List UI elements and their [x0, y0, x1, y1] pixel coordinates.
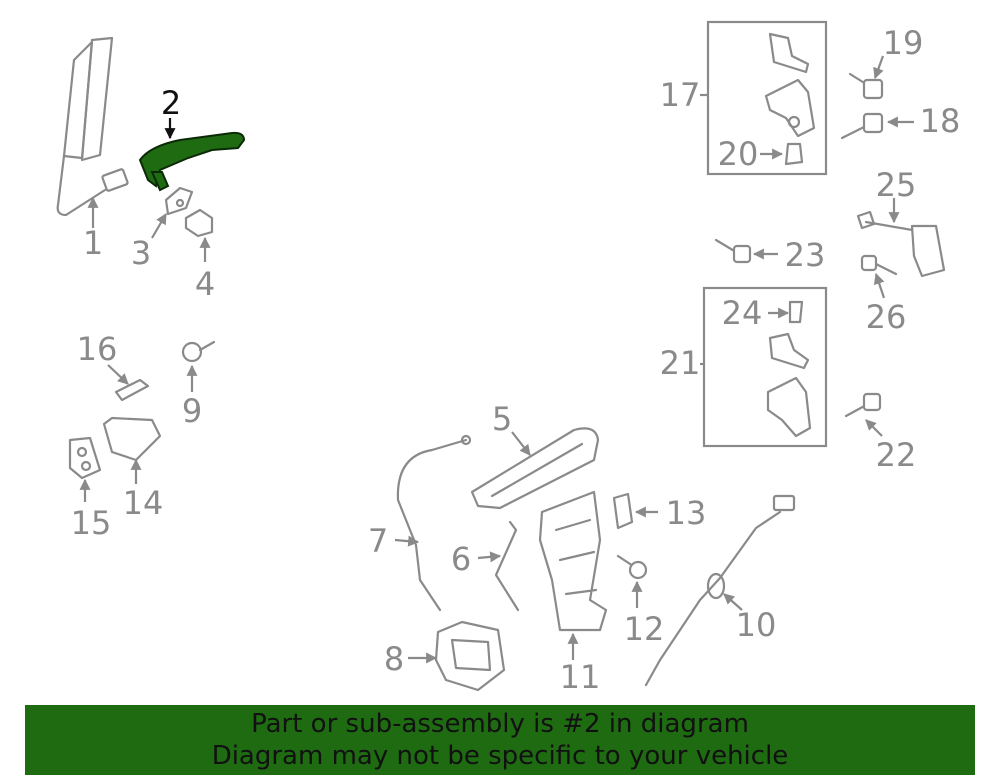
callout-22: 22 [876, 436, 917, 474]
callout-21: 21 [660, 344, 701, 382]
part-6-rod[interactable] [494, 520, 520, 612]
part-22-bolt[interactable] [844, 392, 882, 418]
part-4-bracket[interactable] [184, 208, 214, 238]
part-11-lock-module[interactable] [538, 490, 608, 632]
part-19-bolt[interactable] [848, 72, 884, 100]
callout-2-highlighted: 2 [161, 84, 181, 122]
part-8-latch[interactable] [434, 620, 506, 692]
part-3-handle-cap[interactable] [164, 186, 194, 216]
callout-16: 16 [77, 330, 118, 368]
callout-12: 12 [624, 610, 665, 648]
callout-20: 20 [718, 135, 759, 173]
part-1-window-channel[interactable] [56, 36, 129, 217]
callout-4: 4 [195, 265, 215, 303]
part-21-lower-hinge-box[interactable] [702, 286, 828, 448]
part-15-seal[interactable] [68, 436, 102, 480]
part-26-bolt[interactable] [860, 254, 898, 276]
part-2-door-handle[interactable] [138, 131, 246, 192]
callout-11: 11 [560, 658, 601, 696]
part-18-bolt[interactable] [840, 112, 884, 140]
callout-13: 13 [666, 494, 707, 532]
callout-24: 24 [722, 294, 763, 332]
callout-1: 1 [83, 224, 103, 262]
callout-3: 3 [131, 234, 151, 272]
part-23-bolt[interactable] [714, 238, 752, 264]
part-16-pin[interactable] [114, 378, 150, 402]
part-5-handle-frame[interactable] [470, 427, 600, 510]
part-12-bolt[interactable] [616, 554, 648, 580]
callout-10: 10 [736, 606, 777, 644]
callout-8: 8 [384, 640, 404, 678]
callout-9: 9 [182, 392, 202, 430]
banner-line-2: Diagram may not be specific to your vehi… [211, 741, 789, 771]
banner-line-1: Part or sub-assembly is #2 in diagram [251, 709, 749, 739]
callout-15: 15 [71, 504, 112, 542]
part-10-cable[interactable] [644, 494, 796, 687]
callout-6: 6 [451, 540, 471, 578]
callout-26: 26 [866, 298, 907, 336]
callout-7: 7 [368, 522, 388, 560]
notice-banner: Part or sub-assembly is #2 in diagram Di… [25, 705, 975, 775]
callout-14: 14 [123, 484, 164, 522]
part-17-upper-hinge-box[interactable] [706, 20, 828, 176]
part-9-screw[interactable] [181, 340, 216, 363]
callout-23: 23 [785, 236, 826, 274]
callout-18: 18 [920, 102, 961, 140]
callout-5: 5 [492, 400, 512, 438]
part-7-cable[interactable] [396, 434, 472, 612]
callout-25: 25 [876, 166, 917, 204]
callout-19: 19 [883, 24, 924, 62]
part-13-clip[interactable] [612, 492, 634, 530]
part-25-door-check[interactable] [856, 210, 946, 278]
callout-17: 17 [660, 76, 701, 114]
part-14-bracket[interactable] [102, 416, 162, 462]
